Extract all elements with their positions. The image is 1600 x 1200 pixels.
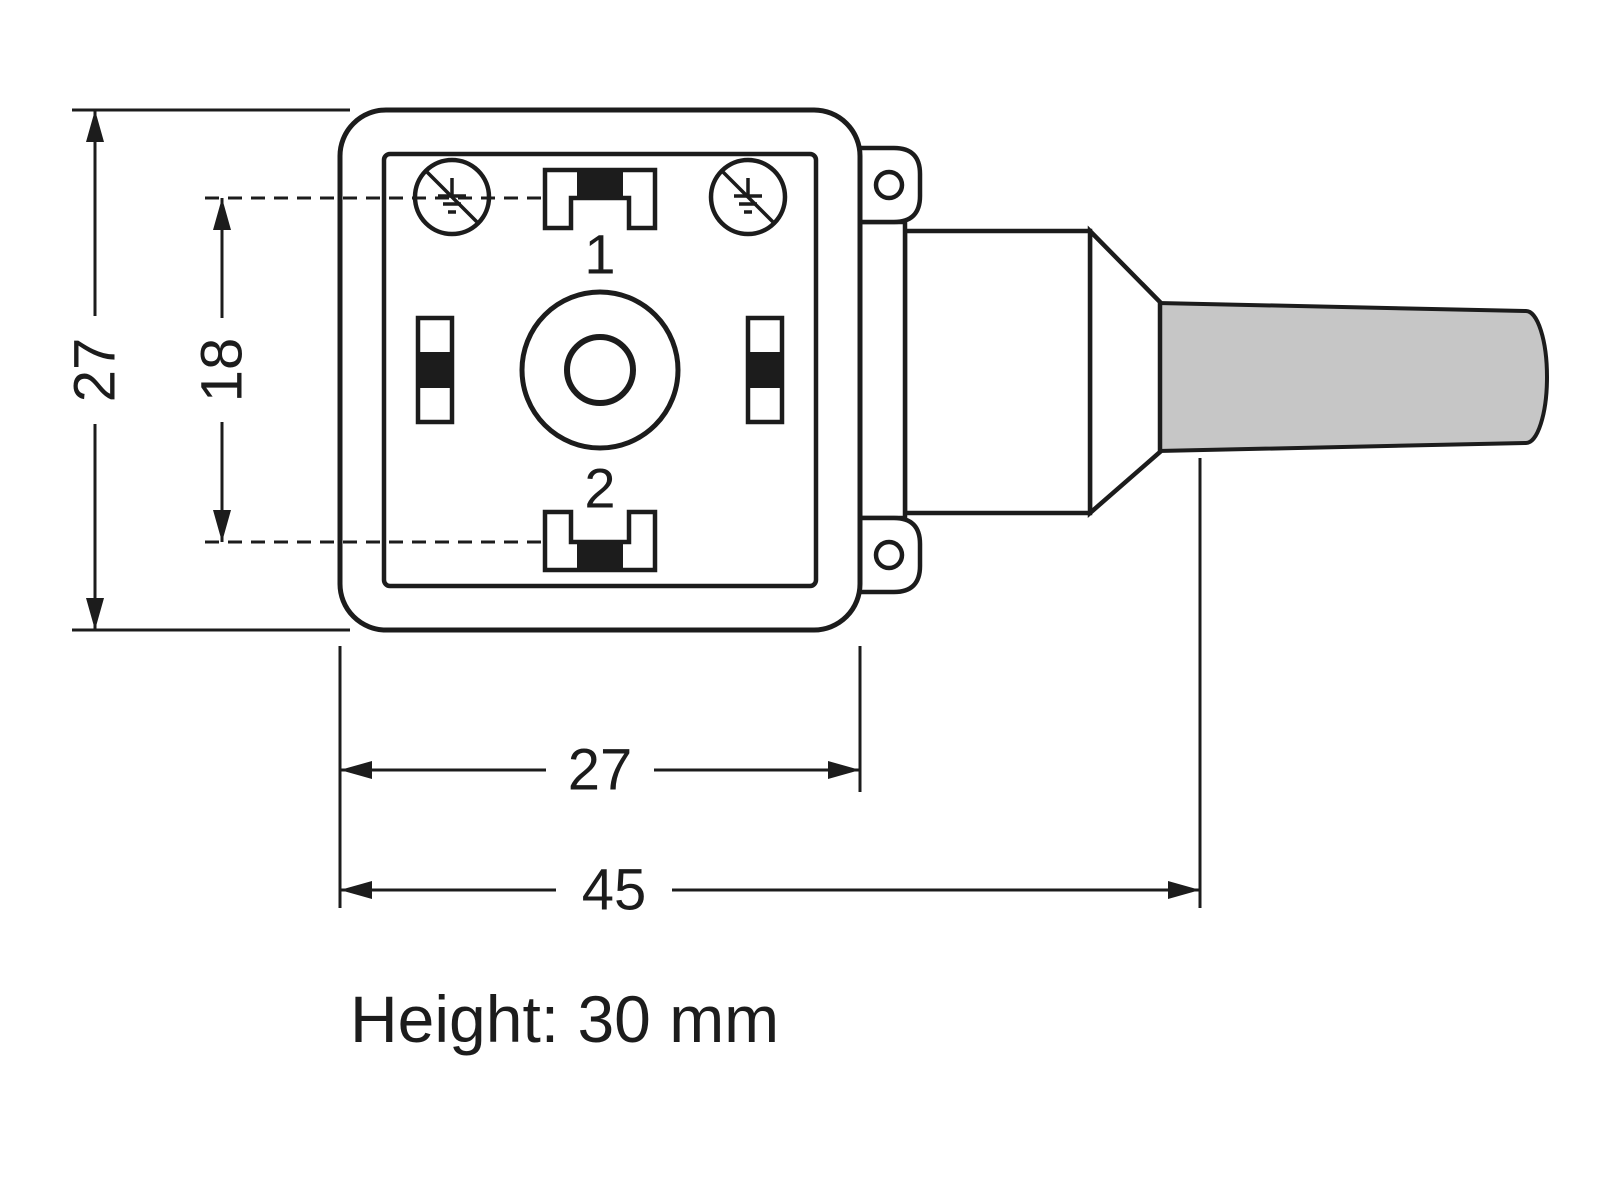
arrowhead-left-icon: [340, 761, 372, 779]
earth-ground-icon: [734, 178, 762, 214]
pin-1-contact: [542, 167, 658, 231]
pin-1-label: 1: [584, 223, 615, 286]
contact-pad: [577, 542, 623, 570]
contact-pad: [577, 170, 623, 198]
arrowhead-down-icon: [86, 598, 104, 630]
pin-center-lines: [205, 196, 545, 544]
label-mask: [188, 318, 256, 422]
contact-bracket: [542, 509, 658, 573]
cable: [1156, 301, 1549, 453]
label-mask: [61, 316, 129, 424]
label-mask: [556, 854, 672, 926]
earth-screw-left: [412, 157, 492, 237]
arrowhead-left-icon: [340, 881, 372, 899]
side-contact-right: [745, 315, 785, 425]
arrowhead-down-icon: [213, 510, 231, 542]
pin-2-contact: [542, 509, 658, 573]
center-bore: [519, 289, 681, 451]
height-note: Height: 30 mm: [350, 982, 779, 1056]
cable-body: [1156, 301, 1549, 453]
gland-block: [902, 228, 1093, 516]
tab-hole-icon: [873, 539, 905, 571]
label-mask: [546, 734, 654, 806]
pin-2-label: 2: [584, 457, 615, 520]
dimension-pin-spacing: 18: [188, 198, 256, 542]
bore-inner-circle: [564, 334, 636, 406]
dimension-label-pin-spacing: 18: [190, 338, 255, 403]
dimension-overall-length: 45: [340, 458, 1202, 926]
side-contact-left: [415, 315, 455, 425]
arrowhead-right-icon: [828, 761, 860, 779]
arrowhead-up-icon: [86, 110, 104, 142]
gland-collar: [855, 219, 908, 521]
dimension-body-width: 27: [338, 646, 862, 908]
dimension-label-overall-length: 45: [582, 858, 647, 923]
contact-pad: [418, 352, 452, 388]
mounting-tab-top: [855, 145, 923, 225]
contact-pad: [748, 352, 782, 388]
connector-face: [381, 151, 819, 589]
arrowhead-up-icon: [213, 198, 231, 230]
earth-ground-icon: [438, 178, 466, 214]
tab-hole-icon: [873, 169, 905, 201]
dimension-label-body-width: 27: [568, 738, 633, 803]
dimension-overall-height: 27: [61, 108, 350, 632]
earth-screw-right: [708, 157, 788, 237]
dimension-label-overall-height: 27: [63, 338, 128, 403]
contact-bracket: [542, 167, 658, 231]
arrowhead-right-icon: [1168, 881, 1200, 899]
cable-gland: [855, 219, 1163, 521]
mounting-tab-bottom: [855, 515, 923, 595]
